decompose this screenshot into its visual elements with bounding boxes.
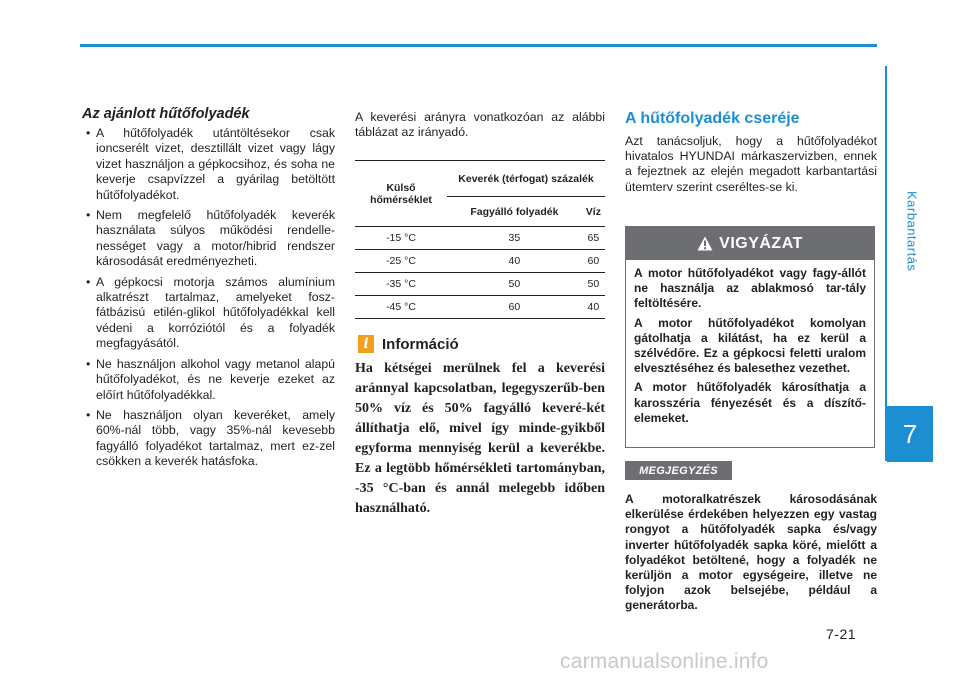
cell-water: 65	[581, 226, 605, 250]
warning-header: VIGYÁZAT	[626, 227, 874, 260]
chapter-number-badge: 7	[887, 406, 933, 462]
warning-paragraph: A motor hűtőfolyadékot komolyan gátolhat…	[634, 315, 866, 376]
cell-temp: -35 °C	[355, 272, 447, 296]
cell-water: 50	[581, 272, 605, 296]
warning-box: VIGYÁZAT A motor hűtőfolyadékot vagy fag…	[625, 226, 875, 448]
cell-temp: -45 °C	[355, 295, 447, 319]
replacement-section: A hűtőfolyadék cseréje Azt tanácsoljuk, …	[625, 110, 877, 195]
side-tab-rule	[885, 66, 887, 461]
information-body: Ha kétségei merülnek fel a keverési arán…	[355, 361, 605, 516]
mixing-intro: A keverési arányra vonatkozóan az alábbi…	[355, 110, 605, 140]
note-badge: MEGJEGYZÉS	[625, 461, 732, 480]
header-mixture: Keverék (térfogat) százalék	[447, 160, 605, 197]
mixing-table: Külső hőmérséklet Keverék (térfogat) szá…	[355, 160, 605, 319]
cell-antifreeze: 40	[447, 249, 582, 273]
watermark: carmanualsonline.info	[560, 650, 769, 673]
top-rule	[80, 44, 877, 47]
cell-antifreeze: 50	[447, 272, 582, 296]
warning-paragraph: A motor hűtőfolyadékot vagy fagy-állót n…	[634, 266, 866, 311]
information-header: i Információ	[358, 335, 459, 353]
table-row: -25 °C 40 60	[355, 249, 605, 273]
replacement-body: Azt tanácsoljuk, hogy a hűtőfolyadékot h…	[625, 134, 877, 194]
header-water: Víz	[581, 196, 605, 227]
replacement-title: A hűtőfolyadék cseréje	[625, 110, 800, 127]
header-antifreeze: Fagyálló folyadék	[447, 196, 582, 227]
mixing-section: A keverési arányra vonatkozóan az alábbi…	[355, 110, 605, 140]
warning-title: VIGYÁZAT	[719, 234, 803, 252]
table-row: -35 °C 50 50	[355, 272, 605, 296]
bullet-item: Ne használjon alkohol vagy metanol alapú…	[82, 357, 335, 403]
section-title: Az ajánlott hűtőfolyadék	[82, 106, 250, 122]
header-temperature: Külső hőmérséklet	[355, 160, 447, 227]
side-tab-label: Karbantartás	[904, 190, 920, 272]
bullet-item: A hűtőfolyadék utántöltésekor csak ioncs…	[82, 126, 335, 203]
bullet-item: Nem megfelelő hűtőfolyadék keverék haszn…	[82, 208, 335, 270]
cell-water: 60	[581, 249, 605, 273]
info-icon: i	[358, 335, 374, 353]
recommended-coolant-section: Az ajánlott hűtőfolyadék A hűtőfolyadék …	[82, 106, 335, 475]
cell-antifreeze: 35	[447, 226, 582, 250]
bullet-item: A gépkocsi motorja számos alumínium alka…	[82, 275, 335, 352]
cell-water: 40	[581, 295, 605, 319]
bullet-item: Ne használjon olyan keveréket, amely 60%…	[82, 408, 335, 470]
note-body: A motoralkatrészek károsodásának elkerül…	[625, 492, 877, 613]
page-number: 7-21	[826, 626, 857, 642]
bullet-list: A hűtőfolyadék utántöltésekor csak ioncs…	[82, 126, 335, 470]
table-row: -15 °C 35 65	[355, 226, 605, 250]
warning-body: A motor hűtőfolyadékot vagy fagy-állót n…	[626, 260, 874, 426]
cell-temp: -15 °C	[355, 226, 447, 250]
cell-antifreeze: 60	[447, 295, 582, 319]
warning-triangle-icon	[697, 236, 713, 251]
table-row: -45 °C 60 40	[355, 295, 605, 319]
cell-temp: -25 °C	[355, 249, 447, 273]
information-title: Információ	[382, 335, 459, 353]
warning-paragraph: A motor hűtőfolyadék károsíthatja a karo…	[634, 380, 866, 425]
